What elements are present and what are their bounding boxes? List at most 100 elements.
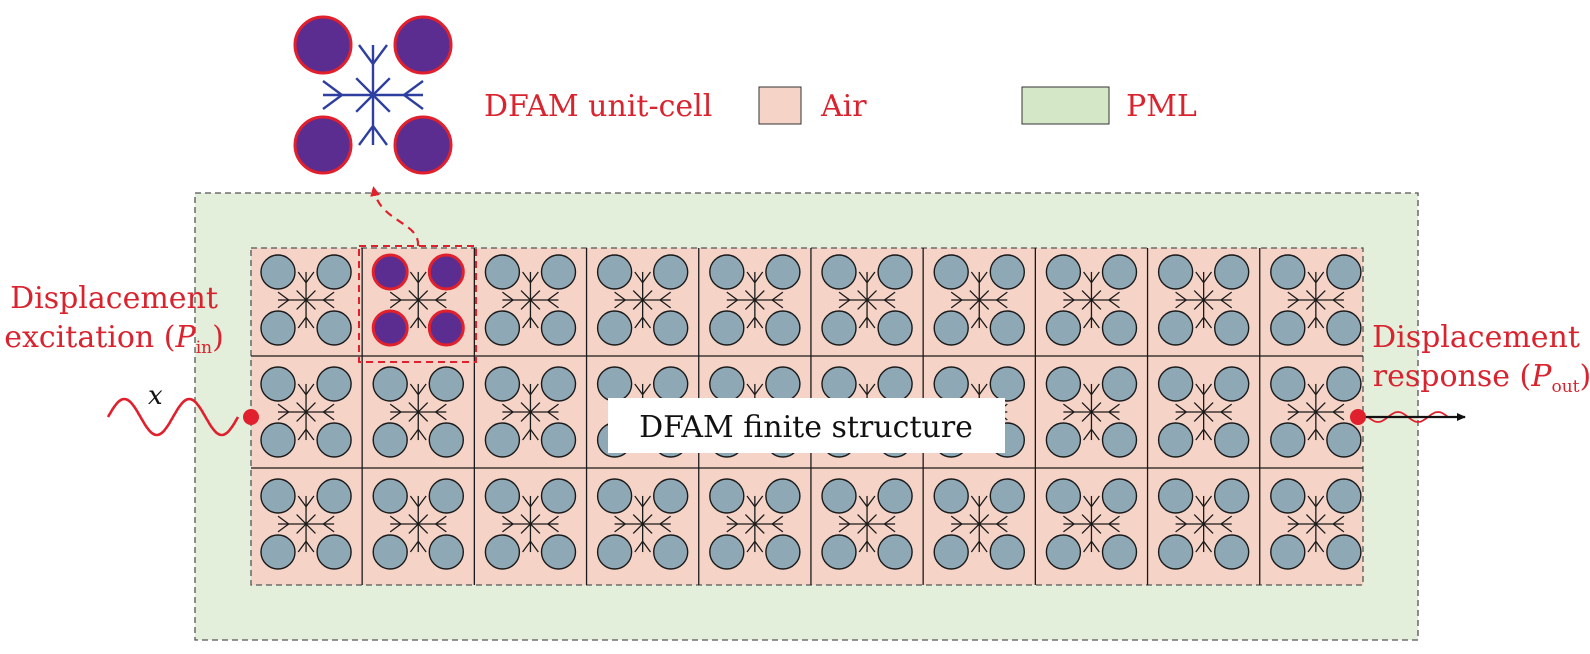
- resonator: [1326, 310, 1362, 346]
- unit-cell-zoom: [293, 15, 453, 175]
- lattice-lines: [251, 248, 1363, 585]
- lattice-cells: [260, 253, 1362, 570]
- highlighted-resonator: [371, 309, 409, 347]
- resonator: [1045, 478, 1082, 514]
- resonator: [653, 478, 689, 514]
- resonator: [1101, 366, 1138, 402]
- resonator: [1213, 254, 1250, 290]
- resonator: [877, 366, 913, 402]
- unit-cell-line: [520, 523, 541, 534]
- resonator: [765, 254, 801, 290]
- resonator: [540, 254, 577, 290]
- resonator: [653, 534, 689, 570]
- unit-cell-line: [632, 299, 653, 310]
- resonator: [765, 366, 801, 402]
- input-label-line1: Displacement: [10, 281, 218, 316]
- resonator: [484, 422, 521, 458]
- zoom-resonator: [293, 15, 353, 75]
- resonator: [877, 478, 913, 514]
- resonator: [540, 478, 577, 514]
- unit-cell-line: [969, 523, 990, 534]
- resonator: [989, 366, 1025, 402]
- resonator: [1157, 366, 1194, 402]
- resonator: [428, 478, 464, 514]
- highlighted-resonator: [371, 253, 409, 291]
- resonator: [1270, 366, 1306, 402]
- unit-cell-line: [1081, 411, 1102, 422]
- resonator: [596, 254, 633, 290]
- resonator: [316, 422, 352, 458]
- resonator: [765, 534, 801, 570]
- resonator: [1270, 254, 1306, 290]
- resonator: [1270, 478, 1306, 514]
- resonator: [484, 310, 521, 346]
- resonator: [1157, 534, 1194, 570]
- unit-cell-line: [1305, 411, 1326, 422]
- resonator: [821, 478, 857, 514]
- resonator: [1045, 310, 1082, 346]
- structure-label: DFAM finite structure: [639, 410, 973, 445]
- unit-cell-line: [1193, 299, 1214, 310]
- resonator: [260, 422, 296, 458]
- resonator: [428, 422, 464, 458]
- unit-cell-highlight-box: [358, 245, 477, 363]
- resonator: [484, 366, 521, 402]
- unit-cell-line: [355, 93, 391, 113]
- unit-cell-line: [1193, 411, 1214, 422]
- resonator: [540, 366, 577, 402]
- resonator: [1101, 422, 1138, 458]
- resonator: [596, 366, 633, 402]
- resonator: [1045, 534, 1082, 570]
- unit-cell-legend-label: DFAM unit-cell: [484, 89, 712, 124]
- resonator: [260, 254, 296, 290]
- resonator: [596, 478, 633, 514]
- unit-cell-line: [1081, 299, 1102, 310]
- structure-label-box: [608, 398, 1005, 453]
- unit-cell-line: [969, 299, 990, 310]
- unit-cell-line: [408, 299, 429, 310]
- resonator: [821, 310, 857, 346]
- input-variable: x: [148, 381, 163, 411]
- resonator: [877, 534, 913, 570]
- resonator: [540, 534, 577, 570]
- resonator: [653, 310, 689, 346]
- resonator: [540, 310, 577, 346]
- resonator: [1213, 310, 1250, 346]
- resonator: [933, 478, 969, 514]
- output-label-line2: response (Pout): [1373, 359, 1590, 397]
- air-legend-label: Air: [820, 89, 867, 124]
- resonator: [1270, 422, 1306, 458]
- resonator: [1045, 254, 1082, 290]
- highlighted-resonator: [427, 309, 465, 347]
- resonator: [260, 366, 296, 402]
- resonator: [316, 310, 352, 346]
- zoom-resonator: [293, 115, 353, 175]
- resonator: [1157, 422, 1194, 458]
- resonator: [372, 422, 408, 458]
- resonator: [821, 534, 857, 570]
- resonator: [709, 310, 745, 346]
- unit-cell-line: [744, 523, 765, 534]
- resonator: [653, 254, 689, 290]
- resonator: [709, 534, 745, 570]
- resonator: [877, 310, 913, 346]
- resonator: [316, 254, 352, 290]
- resonator: [596, 310, 633, 346]
- output-label-line1: Displacement: [1372, 320, 1580, 355]
- unit-cell-line: [408, 411, 429, 422]
- resonator: [1101, 254, 1138, 290]
- resonator: [933, 254, 969, 290]
- resonator: [1326, 422, 1362, 458]
- resonator: [372, 534, 408, 570]
- highlighted-resonator: [427, 253, 465, 291]
- resonator: [653, 366, 689, 402]
- zoom-resonator: [393, 115, 453, 175]
- resonator: [989, 254, 1025, 290]
- unit-cell-connector: [370, 186, 420, 247]
- resonator: [484, 254, 521, 290]
- zoom-resonator: [393, 15, 453, 75]
- resonator: [933, 366, 969, 402]
- resonator: [1157, 310, 1194, 346]
- resonator: [765, 478, 801, 514]
- resonator: [316, 534, 352, 570]
